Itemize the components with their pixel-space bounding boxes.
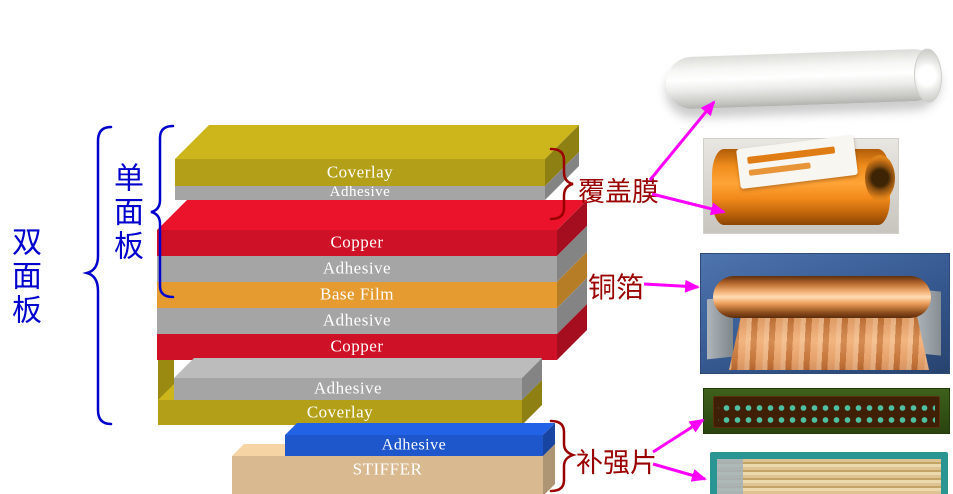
layer-label: Adhesive (381, 436, 447, 454)
label-stiffener-cn: 补强片 (576, 448, 657, 478)
stiffener-panel-body (717, 459, 941, 494)
coverlay-film-roll-white-photo (660, 45, 950, 121)
stiffener-strip-body (713, 396, 940, 428)
layer-front-face: Copper (157, 334, 557, 360)
copper-sheet-sheen (729, 316, 929, 370)
copper-roll (713, 276, 931, 318)
copper-foil-roll-photo (700, 253, 950, 374)
layer-label: Adhesive (313, 378, 383, 398)
layer-top-face (175, 125, 579, 159)
label-single-sided-board: 单面板 (109, 162, 142, 264)
arrow-stiffener-to-strip (652, 418, 705, 454)
layer-label: STIFFER (352, 459, 423, 479)
layer-front-face: Adhesive (175, 184, 545, 201)
layer-front-face: Coverlay (158, 400, 522, 425)
layer-front-face: Adhesive (174, 378, 522, 400)
layer-front-face: Base Film (157, 282, 557, 308)
layer-front-face: Adhesive (285, 435, 543, 456)
layer-front-face: STIFFER (232, 456, 543, 494)
stiffener-holes (718, 400, 935, 424)
arrow-stiffener-to-panel (652, 462, 707, 482)
layer-top-face (157, 200, 587, 230)
label-text-bar (748, 162, 811, 176)
white-roll (665, 48, 943, 110)
stiffener-panel-band (717, 459, 743, 494)
layer-top-face (174, 358, 542, 378)
arrow-copper-to-photo (643, 279, 700, 293)
layer-front-face: Adhesive (157, 256, 557, 282)
layer-front-face: Adhesive (157, 308, 557, 334)
layer-label: Adhesive (329, 184, 391, 201)
label-coverlay-cn: 覆盖膜 (578, 177, 659, 207)
layer-front-face: Copper (157, 230, 557, 256)
brace-double-sided (82, 125, 113, 426)
orange-roll-core (865, 155, 895, 201)
label-copper-foil-cn: 铜箔 (588, 273, 645, 304)
layer-label: Coverlay (306, 402, 374, 422)
layer-label: Adhesive (322, 310, 392, 330)
stiffener-strip-photo (703, 388, 950, 434)
coverlay-roll-orange-photo (703, 134, 899, 234)
layer-label: Copper (330, 232, 384, 252)
layer-label: Base Film (320, 284, 394, 304)
label-text-bar (747, 146, 836, 165)
white-roll-endcap (913, 48, 943, 104)
layer-label: Coverlay (326, 162, 394, 182)
label-double-sided-board: 双面板 (7, 226, 40, 328)
stiffener-panel-photo (710, 452, 948, 494)
layer-label: Adhesive (322, 258, 392, 278)
copper-sheet (729, 316, 929, 370)
layer-top-face (285, 423, 555, 435)
layer-label: Copper (330, 336, 384, 356)
layer-front-face: Coverlay (175, 159, 545, 186)
